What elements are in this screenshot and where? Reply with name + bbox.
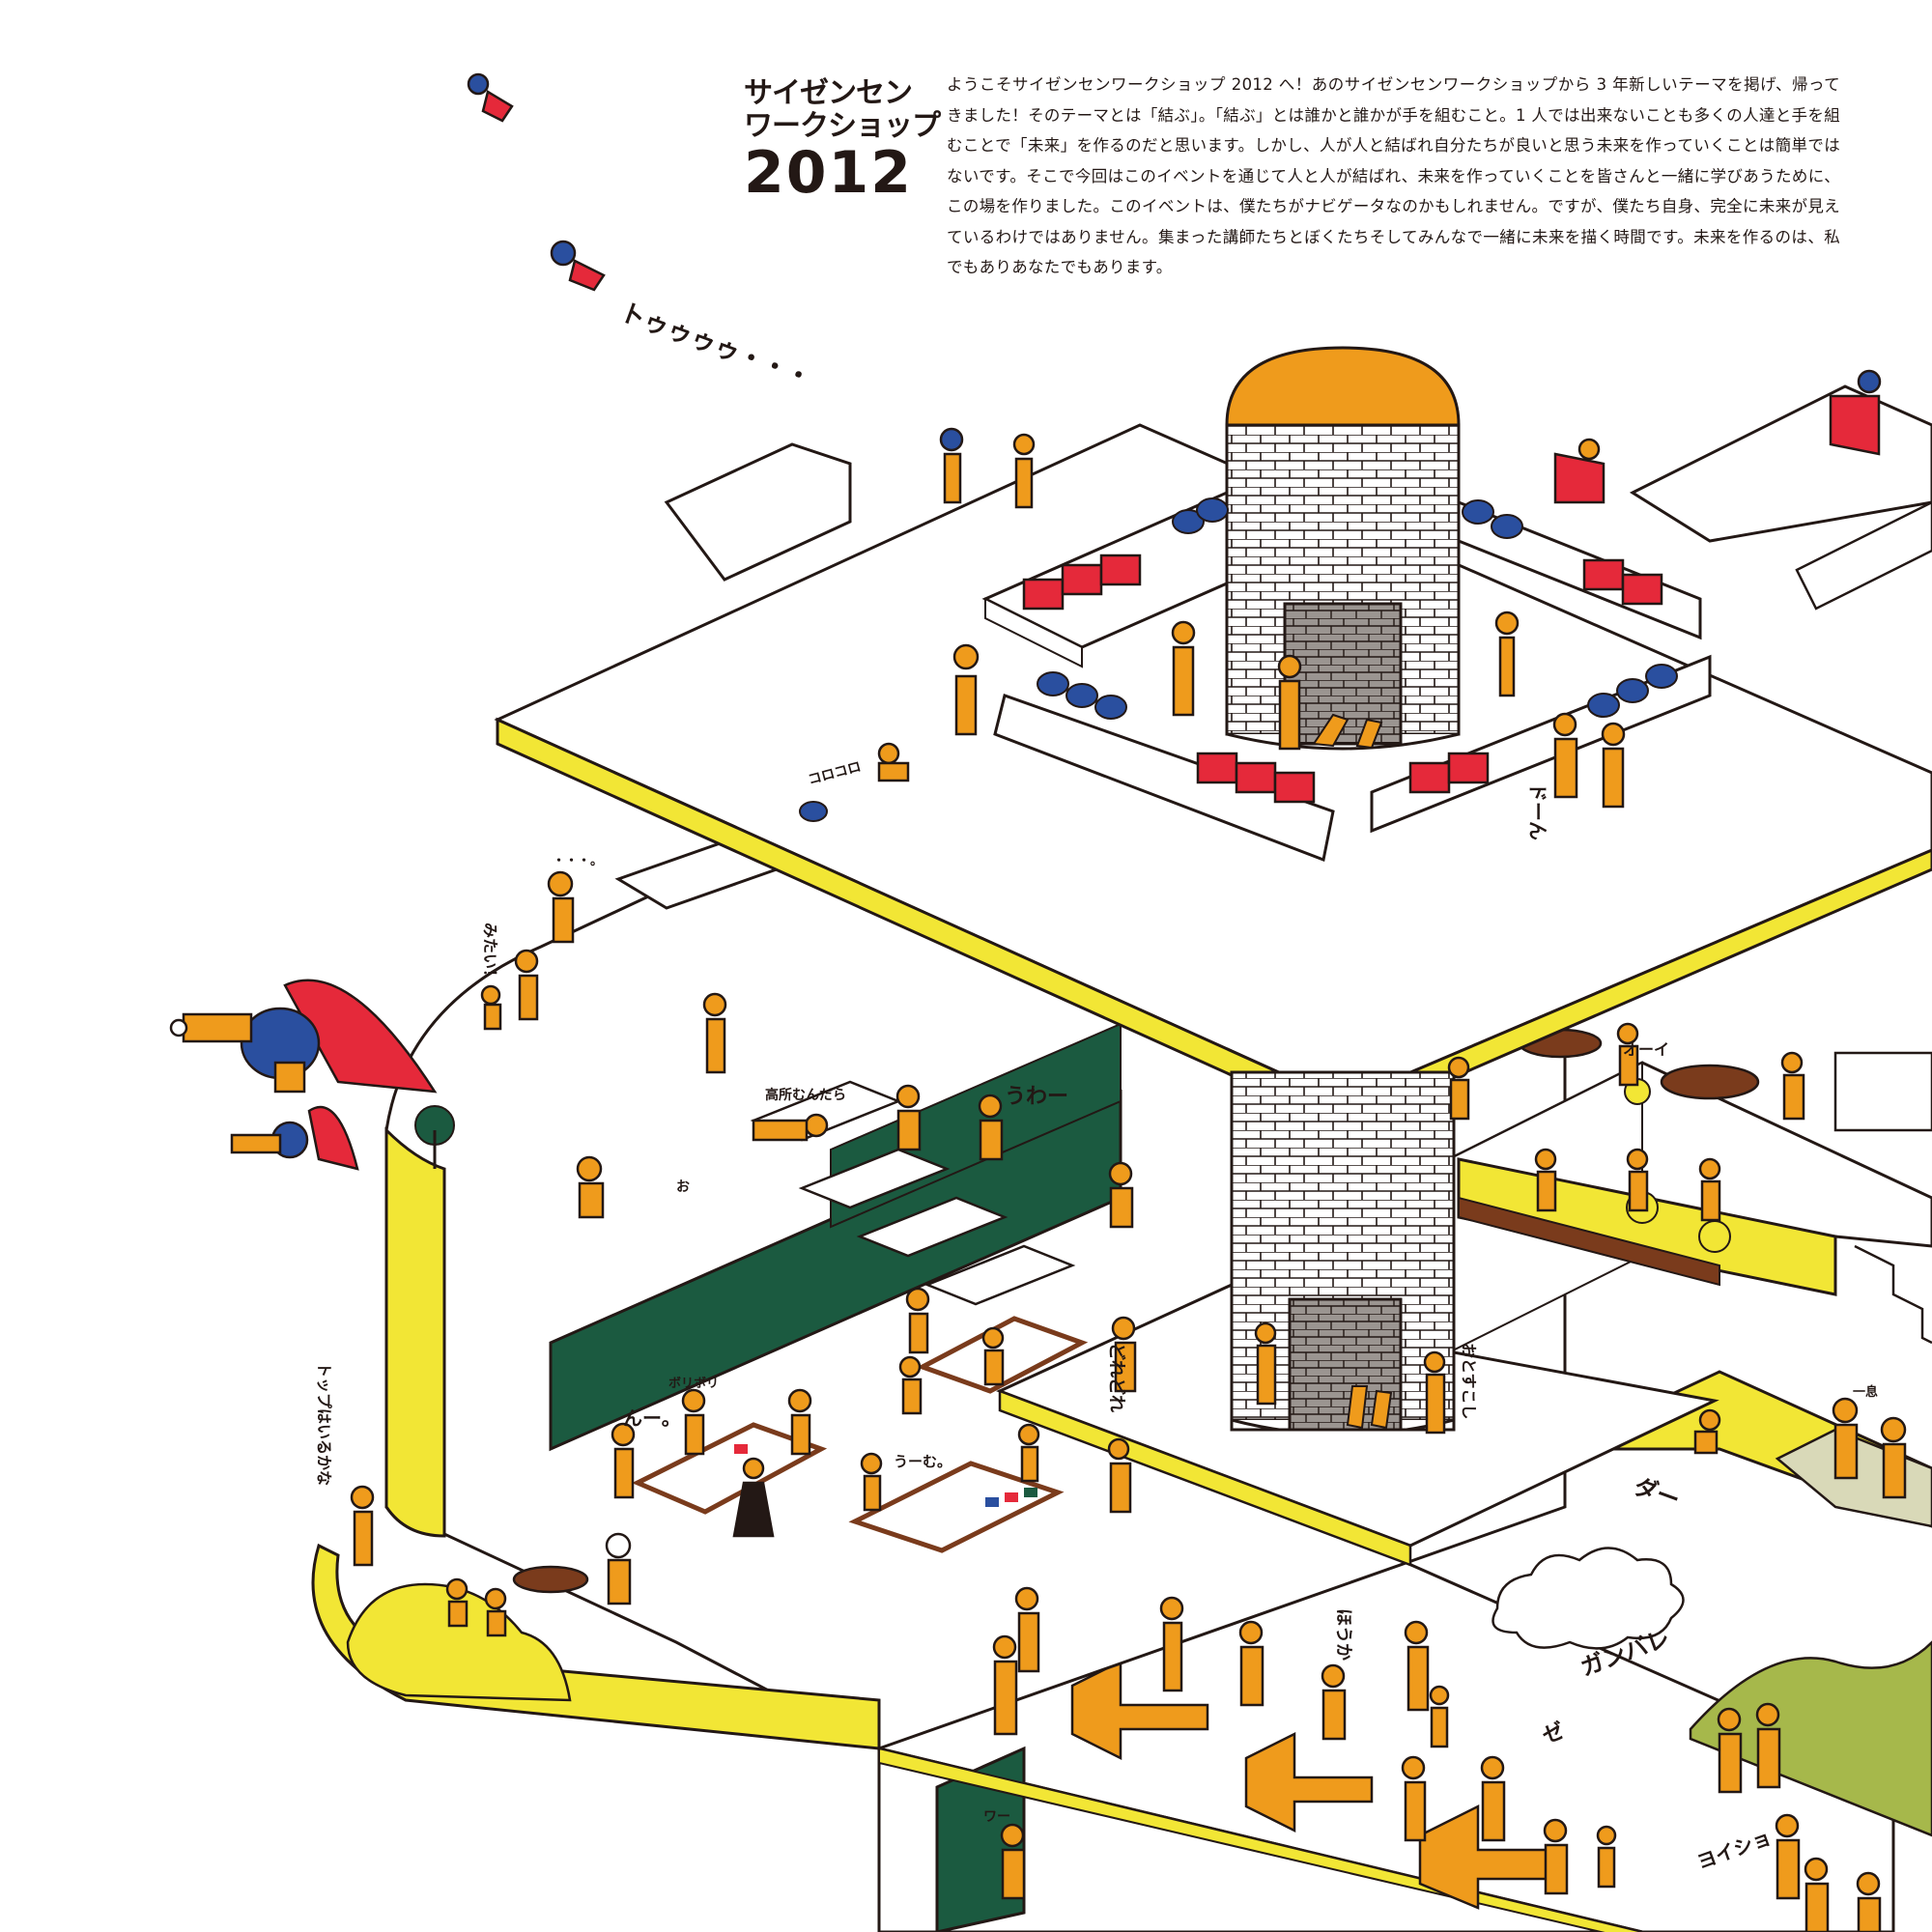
person-floor-5 <box>1321 1663 1347 1741</box>
person-stairs-3 <box>1601 722 1626 809</box>
person-tower-2 <box>1277 654 1302 751</box>
person-floor-6 <box>1404 1620 1430 1712</box>
person-lounge-2 <box>1534 1148 1557 1212</box>
sfx-hori: ボリボリ <box>668 1376 719 1391</box>
person-table-10 <box>1111 1316 1137 1393</box>
person-run-3 <box>1108 1161 1134 1229</box>
person-floor-13 <box>1755 1702 1781 1789</box>
sfx-o: お <box>676 1179 690 1195</box>
flying-hero-small <box>230 1105 359 1171</box>
person-floor-4 <box>1238 1620 1264 1707</box>
person-table-2 <box>681 1388 706 1456</box>
person-pointing <box>702 992 727 1074</box>
blue-helmet-rows <box>799 497 1678 822</box>
person-binocular <box>350 1485 375 1567</box>
sfx-hmm: んー。 <box>623 1406 681 1430</box>
red-chair-stacks <box>1022 554 1663 804</box>
flying-figure-top1 <box>467 72 514 123</box>
sfx-dosun: ドーん <box>1526 782 1549 840</box>
sfx-ichi: 一息 <box>1853 1384 1878 1400</box>
person-runner-right <box>1693 1408 1721 1455</box>
logo-line-2: ワークショップ <box>744 109 941 143</box>
person-tower-bottom-1 <box>1254 1321 1277 1406</box>
workshop-tables <box>512 1316 1089 1594</box>
person-floor-3 <box>1159 1596 1184 1692</box>
person-table-1 <box>611 1422 636 1499</box>
person-floor-7 <box>1429 1685 1450 1748</box>
person-floor-16 <box>1856 1871 1882 1932</box>
person-floor-8 <box>1401 1755 1427 1842</box>
person-ledge <box>547 870 575 944</box>
person-lounge-5 <box>1780 1051 1805 1121</box>
person-floor-1 <box>992 1634 1018 1736</box>
person-climb <box>514 949 539 1021</box>
person-stairs-2 <box>1552 712 1578 799</box>
person-top-left-1 <box>939 427 964 504</box>
person-floor-10 <box>1543 1818 1569 1895</box>
person-run-1 <box>895 1084 922 1151</box>
person-run-2 <box>978 1094 1004 1161</box>
sfx-uwa: うわー <box>1005 1085 1068 1109</box>
tree <box>414 1105 455 1169</box>
sfx-oi: オーイ <box>1623 1040 1669 1059</box>
person-top-right-2 <box>1829 369 1882 456</box>
person-child-ledge <box>480 984 502 1031</box>
person-bush-2 <box>484 1587 507 1637</box>
sfx-dots: ・・・。 <box>553 854 603 868</box>
flying-hero-large <box>169 979 438 1094</box>
person-bench-1 <box>1832 1397 1859 1480</box>
sfx-doredore: どれどれ <box>1106 1343 1126 1412</box>
logo-year: 2012 <box>744 139 913 207</box>
person-table-9 <box>1017 1423 1040 1483</box>
person-table-5 <box>905 1287 930 1354</box>
person-table-6 <box>898 1355 923 1415</box>
logo-line-1: サイゼンセン <box>744 76 913 110</box>
person-stairs-1 <box>952 643 980 736</box>
person-floor-2 <box>1014 1586 1040 1673</box>
person-table-4 <box>732 1457 775 1538</box>
person-crawl <box>752 1113 829 1142</box>
person-lounge-6 <box>1616 1022 1639 1087</box>
sfx-wa: ワー <box>983 1809 1010 1825</box>
person-top-left-2 <box>1012 433 1036 509</box>
sfx-mitai: みたい！ <box>481 923 499 984</box>
person-floor-9 <box>1480 1755 1506 1842</box>
person-tower-1 <box>1171 620 1196 717</box>
person-bush-1 <box>445 1577 469 1628</box>
sfx-uum: うーむ。 <box>894 1453 952 1470</box>
lower-platform <box>996 1282 1719 1567</box>
sfx-hora: ほうか <box>1333 1608 1353 1661</box>
person-bench-2 <box>1880 1416 1907 1499</box>
sfx-kousho: 高所むんだら <box>765 1087 846 1103</box>
people <box>169 72 1907 1932</box>
person-floor-12 <box>1717 1707 1743 1794</box>
person-floor-11 <box>1596 1825 1617 1889</box>
sfx-otosu: おとすこし <box>1460 1343 1478 1420</box>
sfx-toppu: トップはいるかな <box>315 1362 333 1486</box>
person-lounge-3 <box>1626 1148 1649 1212</box>
person-table-7 <box>981 1326 1005 1386</box>
person-floor-14 <box>1775 1813 1801 1900</box>
sfx-da: ダー <box>1631 1472 1684 1514</box>
person-tower-3 <box>1494 611 1520 697</box>
person-rolling <box>877 742 910 782</box>
person-floor-15 <box>1804 1857 1830 1932</box>
person-top-right-1 <box>1553 438 1605 504</box>
person-table-3 <box>787 1388 812 1456</box>
sfx-fly: トゥゥゥゥ・・・ <box>616 298 815 393</box>
person-cap <box>605 1532 632 1605</box>
person-tower-bottom-2 <box>1423 1350 1446 1435</box>
person-lounge-1 <box>1447 1056 1470 1121</box>
person-table-11 <box>1107 1437 1132 1514</box>
event-logo: サイゼンセン ワークショップ 2012 <box>744 76 941 207</box>
person-lounge-4 <box>1698 1157 1721 1222</box>
person-table-8 <box>860 1452 883 1512</box>
intro-text: ようこそサイゼンセンワークショップ 2012 へ！あのサイゼンセンワークショップ… <box>947 75 1840 276</box>
flying-figure-top2 <box>550 240 606 292</box>
person-sit <box>576 1155 605 1219</box>
person-floor-17 <box>1000 1823 1026 1900</box>
